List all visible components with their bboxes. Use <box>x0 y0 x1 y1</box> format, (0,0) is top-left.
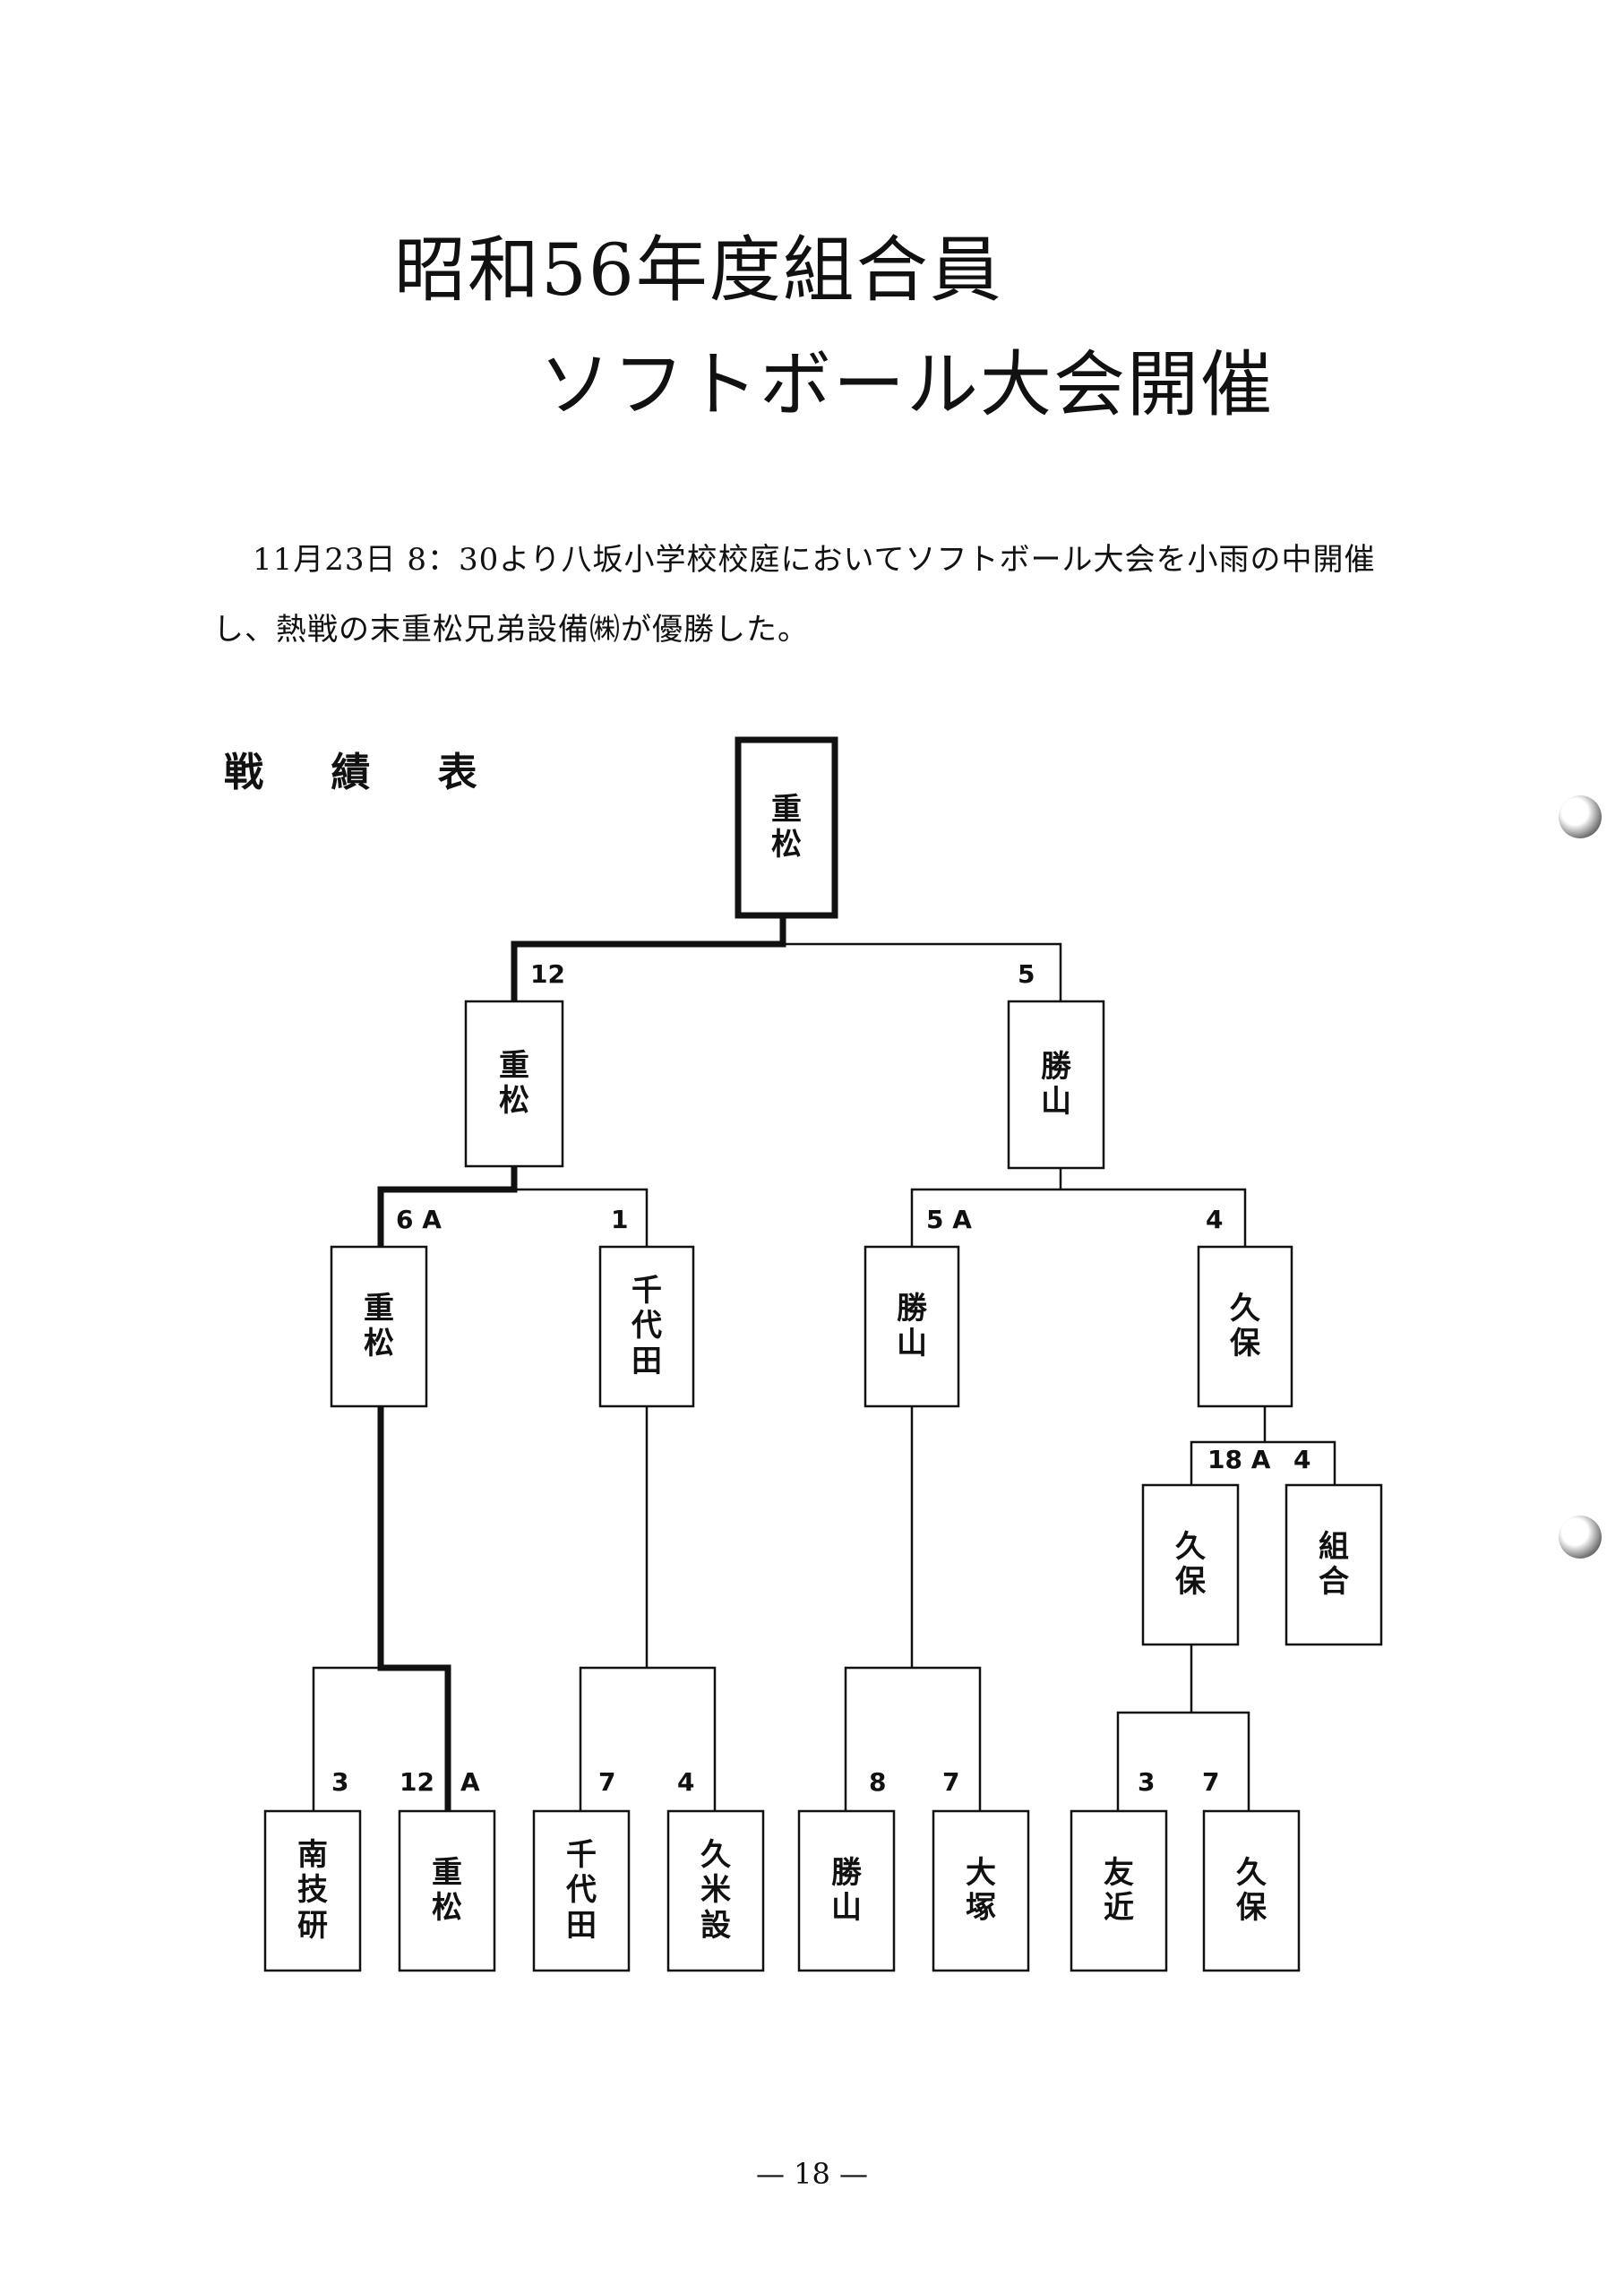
title-line-2: ソフトボール大会開催 <box>539 343 1274 426</box>
team-label-kumiai: 組合 <box>1319 1528 1349 1600</box>
score-shigematsu-a: A <box>460 1767 480 1797</box>
line-final-left-down <box>377 1166 518 1247</box>
section-title: 戦 績 表 <box>224 750 504 795</box>
line-champion-down <box>511 915 786 1001</box>
line-r1-kubo <box>1116 1645 1250 1811</box>
team-label-shigematsu: 重松 <box>432 1854 462 1926</box>
box-semi-2 <box>598 1245 695 1408</box>
score-semi-1: 6 A <box>396 1205 442 1234</box>
score-semi-3: 5 A <box>926 1205 972 1234</box>
score-minamigiken: 3 <box>331 1767 349 1797</box>
box-semi-3 <box>864 1245 960 1408</box>
score-otsuka: 7 <box>942 1767 960 1797</box>
team-label-final-right: 勝山 <box>1041 1048 1071 1120</box>
team-label-semi-1: 重松 <box>364 1290 394 1361</box>
team-label-kubo: 久保 <box>1236 1854 1267 1926</box>
team-label-kumesetsu: 久米設 <box>700 1837 731 1944</box>
line-right-semi <box>910 1168 1247 1247</box>
line-semi-1-down <box>377 1406 451 1811</box>
score-quarter-kubo: 18 A <box>1207 1445 1271 1474</box>
bracket-lines <box>263 942 1383 1972</box>
title-line-1: 昭和56年度組合員 <box>394 228 1003 312</box>
score-katsuyama: 8 <box>869 1767 887 1797</box>
body-text-line-1: 11月23日 8：30より八坂小学校校庭においてソフトボール大会を小雨の中開催 <box>253 542 1376 578</box>
line-kubo-quarter <box>1190 1406 1336 1485</box>
team-label-chiyoda: 千代田 <box>566 1837 597 1944</box>
score-chiyoda: 7 <box>598 1767 616 1797</box>
box-kumiai <box>1285 1483 1383 1646</box>
team-label-champion: 重松 <box>771 791 802 863</box>
winner-path <box>377 736 838 1811</box>
team-label-semi-3: 勝山 <box>897 1290 927 1361</box>
line-r1-chiyoda <box>579 1406 717 1811</box>
score-shigematsu: 12 <box>400 1767 434 1797</box>
box-team-kubo <box>1202 1809 1301 1972</box>
box-semi-4 <box>1197 1245 1293 1408</box>
line-r1-minamigiken <box>312 1666 381 1811</box>
page-number: — 18 — <box>755 2157 869 2191</box>
box-team-chiyoda <box>532 1809 631 1972</box>
score-tomochika: 3 <box>1138 1767 1156 1797</box>
team-label-final-left: 重松 <box>499 1047 529 1119</box>
binder-hole-top <box>1559 795 1602 838</box>
box-team-katsuyama <box>797 1809 896 1972</box>
box-team-minamigiken <box>263 1809 362 1972</box>
team-label-quarter-kubo: 久保 <box>1175 1528 1206 1600</box>
line-left-semi-right <box>514 1188 649 1247</box>
team-label-semi-2: 千代田 <box>632 1273 662 1379</box>
box-champion <box>735 736 838 919</box>
score-kumesetsu: 4 <box>677 1767 695 1797</box>
team-label-semi-4: 久保 <box>1230 1290 1260 1361</box>
score-final-left: 12 <box>530 959 565 989</box>
line-final-right <box>783 942 1062 1001</box>
score-final-right: 5 <box>1018 959 1035 989</box>
team-label-minamigiken: 南技研 <box>297 1837 328 1944</box>
box-team-tomochika <box>1070 1809 1168 1972</box>
box-quarter-kubo <box>1141 1483 1240 1646</box>
team-label-tomochika: 友近 <box>1104 1854 1134 1926</box>
score-kumiai: 4 <box>1293 1445 1311 1474</box>
box-team-otsuka <box>932 1809 1030 1972</box>
score-semi-2: 1 <box>611 1205 629 1234</box>
score-kubo: 7 <box>1202 1767 1220 1797</box>
score-semi-4: 4 <box>1206 1205 1224 1234</box>
box-team-kumesetsu <box>666 1809 765 1972</box>
binder-hole-bottom <box>1559 1516 1602 1559</box>
box-final-right <box>1007 1000 1105 1170</box>
team-label-katsuyama: 勝山 <box>831 1854 862 1926</box>
team-label-otsuka: 大塚 <box>966 1854 996 1926</box>
line-r1-katsuyama <box>844 1406 982 1811</box>
body-text-line-2: し、熱戦の末重松兄弟設備㈱が優勝した。 <box>213 612 809 648</box>
